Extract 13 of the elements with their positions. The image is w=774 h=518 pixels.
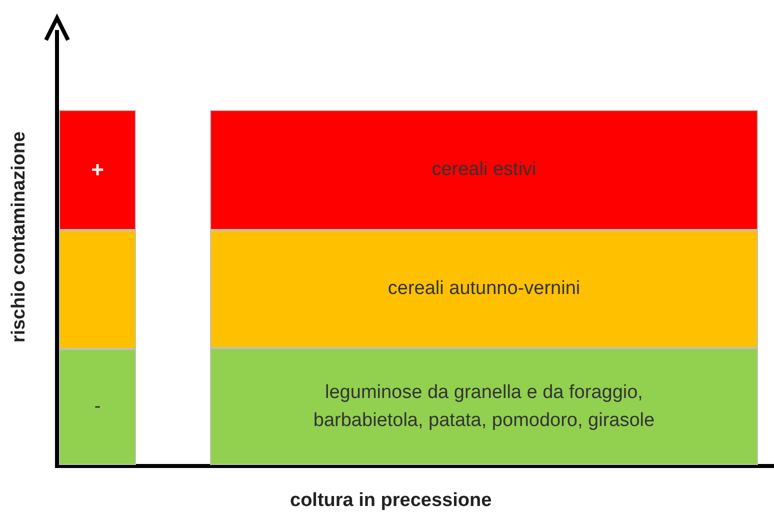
risk-band <box>210 230 758 348</box>
band-label: cereali estivi <box>432 158 536 182</box>
band-label: + <box>91 156 104 184</box>
band-label: leguminose da granella e da foraggio, barbabietola, patata, pomodoro, girasole <box>312 380 656 432</box>
axis-title: coltura in precessione <box>290 490 492 512</box>
band-label: cereali autunno-vernini <box>388 277 580 302</box>
risk-band <box>59 110 136 230</box>
axis-title: rischio contaminazione <box>8 130 30 344</box>
risk-band <box>210 110 758 230</box>
risk-band <box>59 230 136 349</box>
risk-band <box>210 348 758 465</box>
risk-band <box>59 349 136 465</box>
band-label: - <box>94 395 101 420</box>
